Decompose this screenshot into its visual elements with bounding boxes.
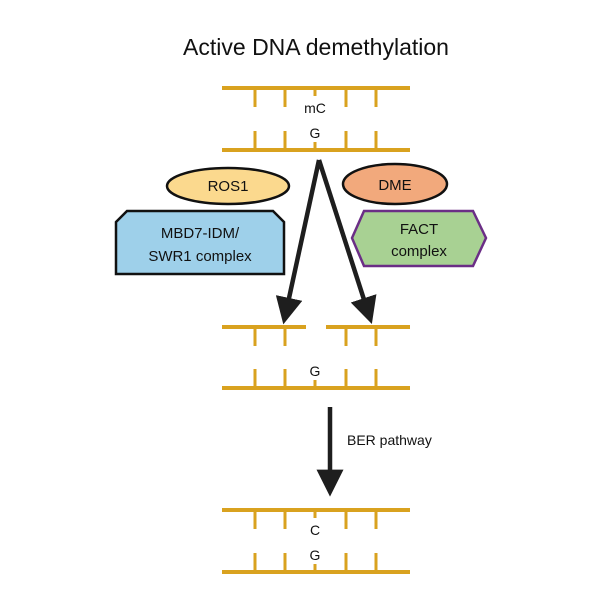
dna-methylated: mC G <box>222 86 410 152</box>
mbd7-label-line1: MBD7-IDM/ <box>161 225 240 242</box>
ros1-enzyme: ROS1 <box>165 166 291 206</box>
dna-excised: G <box>222 325 410 390</box>
fact-complex: FACT complex <box>350 209 488 268</box>
dme-pathway-arrow <box>316 159 377 324</box>
ros1-oval <box>165 166 291 206</box>
fact-label-line1: FACT <box>400 221 438 238</box>
bottom-base-label: G <box>310 547 321 563</box>
top-base-label: C <box>310 522 320 538</box>
top-base-label: mC <box>304 100 326 116</box>
mbd7-idm-swr1-complex: MBD7-IDM/ SWR1 complex <box>114 209 286 276</box>
dme-oval <box>341 162 449 206</box>
fact-label-line2: complex <box>391 243 447 260</box>
bottom-base-label: G <box>310 125 321 141</box>
ros1-label: ROS1 <box>208 178 249 195</box>
mbd7-label-line2: SWR1 complex <box>148 248 252 265</box>
dme-enzyme: DME <box>341 162 449 206</box>
ros1-pathway-arrow <box>275 159 322 325</box>
mbd7-complex-shape <box>114 209 286 276</box>
dme-label: DME <box>378 177 411 194</box>
diagram-title: Active DNA demethylation <box>183 34 449 60</box>
ber-pathway-label: BER pathway <box>347 432 432 448</box>
dna-repaired: CG <box>222 508 410 574</box>
bottom-base-label: G <box>310 363 321 379</box>
fact-complex-shape <box>350 209 488 268</box>
